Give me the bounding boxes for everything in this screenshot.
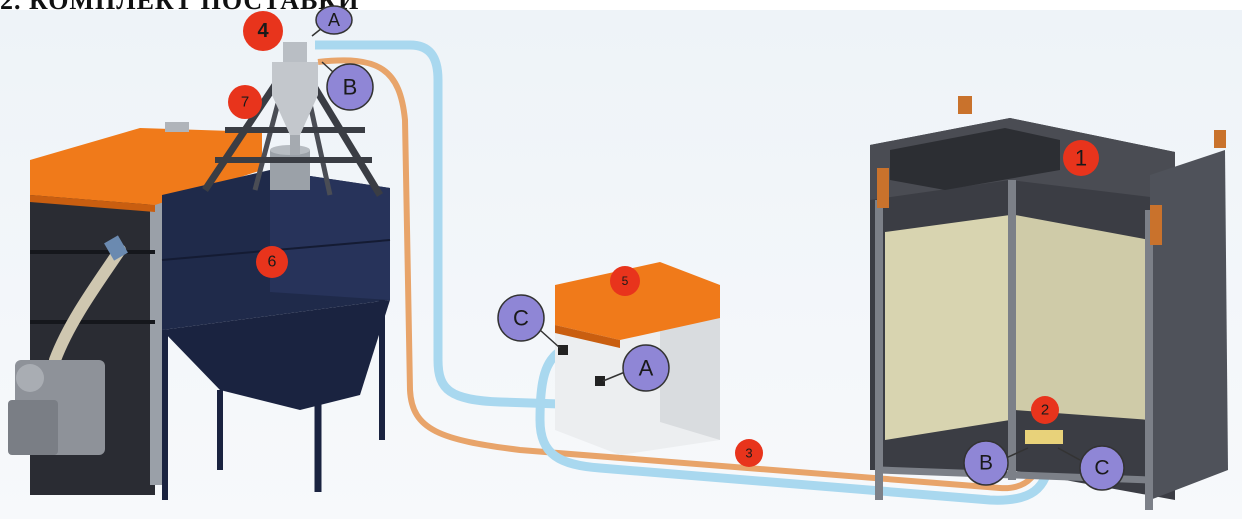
- marker-c-storage: C: [1057, 445, 1125, 491]
- letter-markers: A B C A B C: [311, 5, 1125, 491]
- svg-text:5: 5: [622, 274, 629, 288]
- svg-text:C: C: [1094, 457, 1109, 480]
- svg-text:2: 2: [1041, 402, 1049, 419]
- svg-text:B: B: [979, 452, 993, 475]
- marker-1: 1: [1063, 140, 1099, 176]
- svg-text:1: 1: [1075, 146, 1087, 171]
- svg-text:3: 3: [745, 446, 752, 461]
- number-markers: 1 2 3 4 5 6 7: [228, 11, 1099, 467]
- marker-4: 4: [243, 11, 283, 51]
- marker-b-storage: B: [963, 440, 1029, 486]
- boiler: [8, 122, 262, 495]
- svg-text:A: A: [328, 10, 340, 30]
- marker-b-cyclone: B: [321, 61, 374, 111]
- marker-a-cyclone: A: [311, 5, 353, 37]
- svg-text:A: A: [639, 356, 654, 381]
- svg-text:6: 6: [268, 254, 277, 271]
- marker-3: 3: [735, 439, 763, 467]
- marker-c-unit: C: [497, 294, 561, 349]
- svg-text:C: C: [513, 306, 529, 331]
- svg-text:7: 7: [241, 94, 249, 111]
- svg-text:4: 4: [257, 20, 269, 42]
- svg-text:B: B: [343, 75, 358, 100]
- marker-2: 2: [1031, 396, 1059, 424]
- marker-6: 6: [256, 246, 288, 278]
- marker-5: 5: [610, 266, 640, 296]
- marker-a-unit: A: [602, 344, 670, 392]
- storage-bag-frame: [870, 96, 1228, 510]
- cyclone-separator: [202, 42, 383, 197]
- marker-7: 7: [228, 85, 262, 119]
